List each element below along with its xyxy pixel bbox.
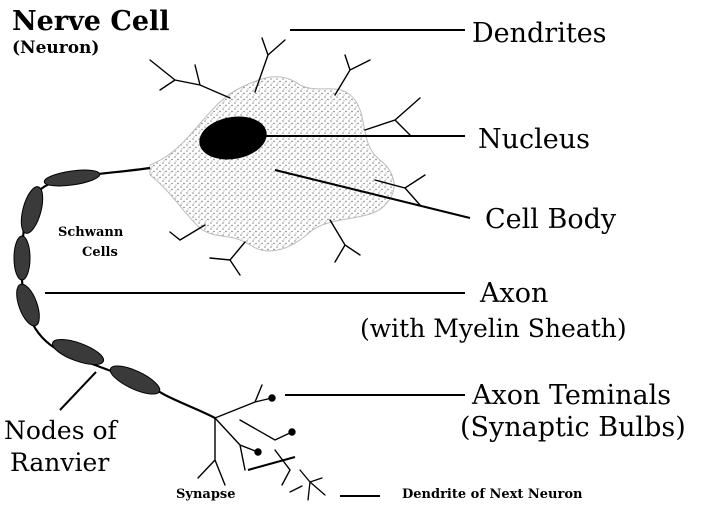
cell-body-shape [150,77,394,251]
label-nodes-line2: Ranvier [10,450,109,475]
label-cell-body: Cell Body [485,206,616,233]
diagram-subtitle: (Neuron) [12,40,99,57]
label-synaptic-bulbs: (Synaptic Bulbs) [460,414,686,441]
label-nucleus: Nucleus [478,126,590,153]
label-axon: Axon [480,280,548,307]
diagram-title: Nerve Cell [12,8,170,35]
next-neuron-dendrite [290,470,325,500]
label-axon-terminals: Axon Teminals [472,382,671,409]
label-myelin-sheath: (with Myelin Sheath) [360,316,627,341]
myelin-sheath [12,167,163,399]
axon-terminal-branches [198,385,295,485]
label-nodes-line1: Nodes of [4,418,117,443]
label-synapse: Synapse [176,488,236,501]
label-schwann-line1: Schwann [58,226,123,239]
label-schwann-line2: Cells [82,246,118,259]
label-dendrites: Dendrites [472,20,607,47]
label-next-neuron-dendrite: Dendrite of Next Neuron [402,488,582,501]
